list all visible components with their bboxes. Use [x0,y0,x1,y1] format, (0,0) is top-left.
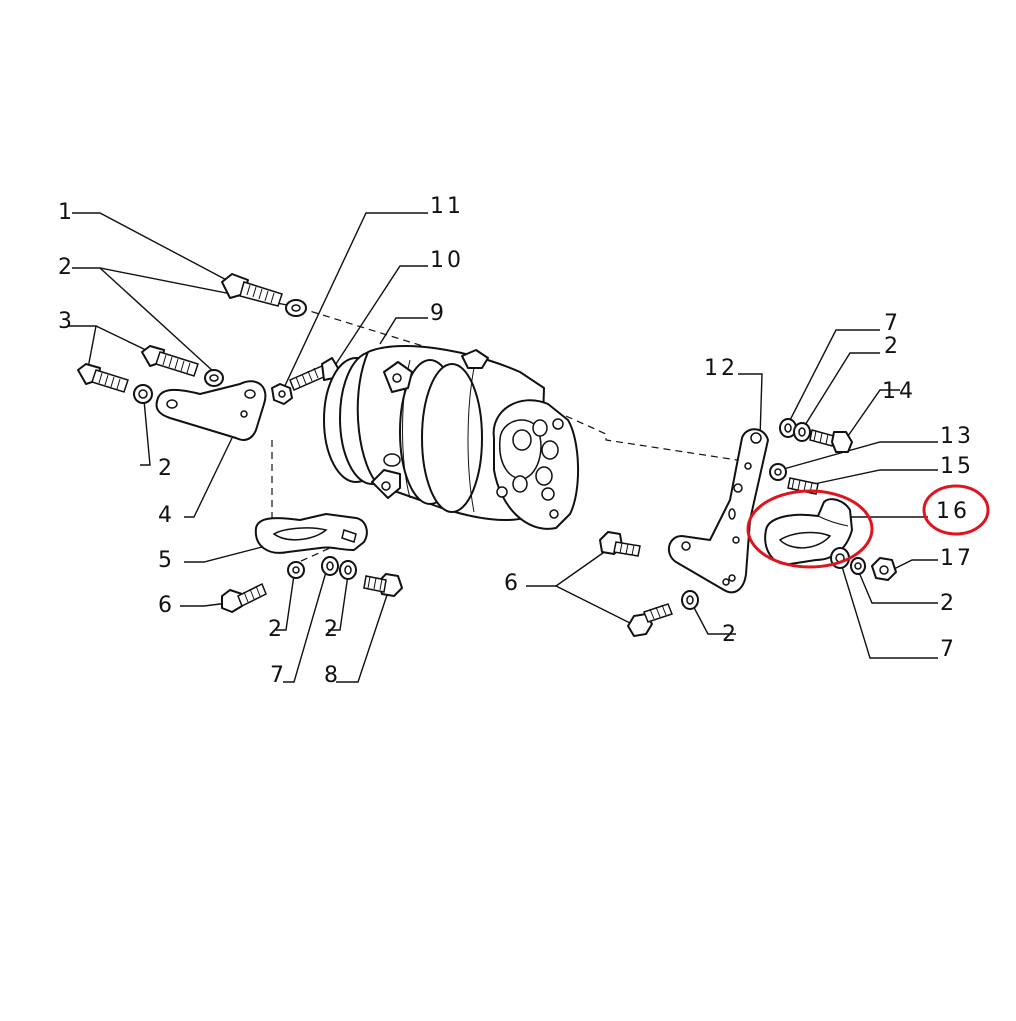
washer-13 [769,463,787,481]
washer-2d [287,561,305,579]
bracket-12 [667,428,769,594]
bolt-6a [221,582,267,613]
bolt-14 [809,429,853,453]
washer-2e [339,560,357,580]
callout-labels: 1 2 3 2 4 5 6 2 7 2 8 11 10 9 12 6 2 7 2… [58,194,974,688]
callout-2: 2 [940,591,957,616]
bracket-4 [155,380,267,441]
callout-2: 2 [268,617,285,642]
leader-lines [68,212,938,683]
callout-5: 5 [158,548,175,573]
callout-8: 8 [324,663,341,688]
washer-2b [204,369,224,387]
callout-7: 7 [884,311,901,336]
callout-16: 16 [936,499,970,524]
callout-17: 17 [940,546,974,571]
callout-12: 12 [704,356,738,381]
callout-2: 2 [324,617,341,642]
callout-4: 4 [158,503,175,528]
callout-2: 2 [722,622,739,647]
nut-17 [871,557,897,581]
callout-15: 15 [940,454,974,479]
callout-3: 3 [58,309,75,334]
bolt-3b [77,363,129,393]
highlight-ring-label [922,484,990,536]
callout-2: 2 [58,255,75,280]
callout-7: 7 [940,637,957,662]
callout-13: 13 [940,424,974,449]
callout-7: 7 [270,663,287,688]
bolt-8 [363,573,403,597]
washer-2h [681,590,699,610]
washer-2a [285,299,307,317]
callout-6: 6 [504,571,521,596]
bracket-5 [254,513,368,554]
nut-11 [271,383,293,405]
callout-6: 6 [158,593,175,618]
bolt-10 [289,357,339,391]
bracket-16 [764,498,853,566]
washer-7a [321,556,339,576]
callout-10: 10 [430,248,464,273]
callout-14: 14 [882,379,916,404]
highlight-marks [746,484,990,569]
compressor-9 [323,344,580,530]
highlight-ring-bracket [746,489,874,569]
washer-2f [793,422,811,442]
callout-1: 1 [58,200,75,225]
bolt-1 [221,273,283,307]
bolt-6c [627,603,673,637]
bolt-3a [141,345,199,377]
callout-2: 2 [158,456,175,481]
callout-11: 11 [430,194,464,219]
washer-2c [133,384,153,404]
callout-9: 9 [430,301,447,326]
callout-2: 2 [884,334,901,359]
bolt-6b [599,531,641,557]
washer-2g [850,557,866,575]
